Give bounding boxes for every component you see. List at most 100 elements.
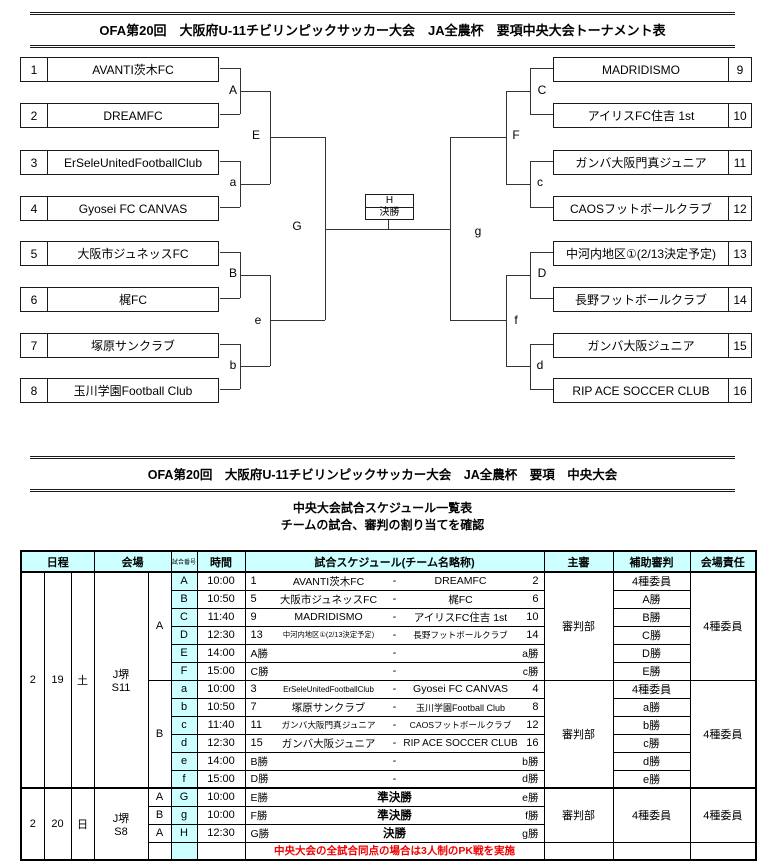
match-letter-cell: E xyxy=(170,643,198,663)
time-cell: 10:00 xyxy=(196,679,246,699)
bracket-line xyxy=(506,275,530,276)
venue-line1: J堺 xyxy=(112,669,130,681)
date-month-cell: 2 xyxy=(20,787,45,861)
time-cell: 12:30 xyxy=(196,625,246,645)
block-cell xyxy=(147,841,172,861)
time-cell: 14:00 xyxy=(196,643,246,663)
team-number: 7 xyxy=(21,334,48,357)
round-label-E: E xyxy=(251,128,261,142)
team-number: 10 xyxy=(728,104,751,127)
header-time: 時間 xyxy=(196,550,246,573)
final-match-letter: H xyxy=(366,195,413,208)
team-name: ErSeleUnitedFootballClub xyxy=(63,155,203,170)
team-number: 11 xyxy=(728,151,751,174)
team-number: 5 xyxy=(21,242,48,265)
schedule-cell: C勝-c勝 xyxy=(244,661,545,681)
bracket-line xyxy=(530,344,553,345)
bracket-line xyxy=(240,275,270,276)
match-letter-cell xyxy=(170,841,198,861)
team-name: MADRIDISMO xyxy=(602,62,680,77)
time-cell: 10:50 xyxy=(196,589,246,609)
schedule-row-f: f 15:00 D勝-d勝 e勝 xyxy=(21,769,756,789)
time-cell: 10:00 xyxy=(196,571,246,591)
bracket-line xyxy=(240,366,270,367)
home-team: B勝 xyxy=(250,755,269,768)
schedule-cell: B勝-b勝 xyxy=(244,751,545,771)
away-team: b勝 xyxy=(522,755,539,768)
round-label-F: F xyxy=(512,128,520,142)
time-cell: 12:30 xyxy=(196,823,246,843)
assistant-cell: d勝 xyxy=(612,751,691,771)
bracket-line xyxy=(530,207,553,208)
time-cell: 15:00 xyxy=(196,661,246,681)
round-label-g: g xyxy=(474,224,482,238)
round-label-B: B xyxy=(228,266,238,280)
header-match: 試合スケジュール(チーム名略称) xyxy=(244,550,545,573)
bracket-line xyxy=(270,320,325,321)
team-name: 中河内地区①(2/13決定予定) xyxy=(565,247,717,261)
home-team: G勝 xyxy=(250,827,270,840)
away-team: c勝 xyxy=(522,665,539,678)
separator: - xyxy=(392,701,397,713)
date-weekday-cell: 土 xyxy=(70,571,95,789)
home-number: 5 xyxy=(250,593,257,605)
block-cell-A: A xyxy=(147,571,172,681)
bracket-line xyxy=(450,137,506,138)
away-team: g勝 xyxy=(522,827,539,840)
match-letter-cell: G xyxy=(170,787,198,807)
date-day-cell: 19 xyxy=(43,571,72,789)
away-team: a勝 xyxy=(522,647,539,660)
header-date: 日程 xyxy=(20,550,95,573)
assistant-cell: B勝 xyxy=(612,607,691,627)
assistant-cell: e勝 xyxy=(612,769,691,789)
bracket-line xyxy=(240,91,270,92)
away-team: RIP ACE SOCCER CLUB xyxy=(403,737,518,749)
team-number: 15 xyxy=(728,334,751,357)
round-name: 準決勝 xyxy=(377,810,412,822)
home-team: E勝 xyxy=(250,791,269,804)
match-letter-cell: H xyxy=(170,823,198,843)
home-number: 3 xyxy=(250,683,257,695)
team-number: 3 xyxy=(21,151,48,174)
match-letter-cell: f xyxy=(170,769,198,789)
team-number: 12 xyxy=(728,197,751,220)
assistant-cell: A勝 xyxy=(612,589,691,609)
bracket-line xyxy=(530,161,531,207)
match-letter-cell: g xyxy=(170,805,198,825)
final-box: H 決勝 xyxy=(365,194,414,220)
team-name: 塚原サンクラブ xyxy=(90,339,175,353)
bracket-line xyxy=(506,91,507,184)
bracket-line xyxy=(220,344,240,345)
bracket-line xyxy=(388,218,389,229)
header-referee: 主審 xyxy=(543,550,614,573)
bracket-line xyxy=(325,229,450,230)
team-name: AVANTI茨木FC xyxy=(92,63,174,77)
home-team: A勝 xyxy=(250,647,269,660)
schedule-subtitle-2: チームの試合、審判の割り当てを確認 xyxy=(280,518,485,532)
header-match-no: 試合番号 xyxy=(170,550,198,573)
away-team: d勝 xyxy=(522,773,539,786)
time-cell: 10:00 xyxy=(196,805,246,825)
bracket-line xyxy=(220,298,240,299)
team-name: RIP ACE SOCCER CLUB xyxy=(572,383,710,398)
home-team: AVANTI茨木FC xyxy=(292,575,365,588)
match-letter-cell: C xyxy=(170,607,198,627)
team-number: 1 xyxy=(21,58,48,81)
